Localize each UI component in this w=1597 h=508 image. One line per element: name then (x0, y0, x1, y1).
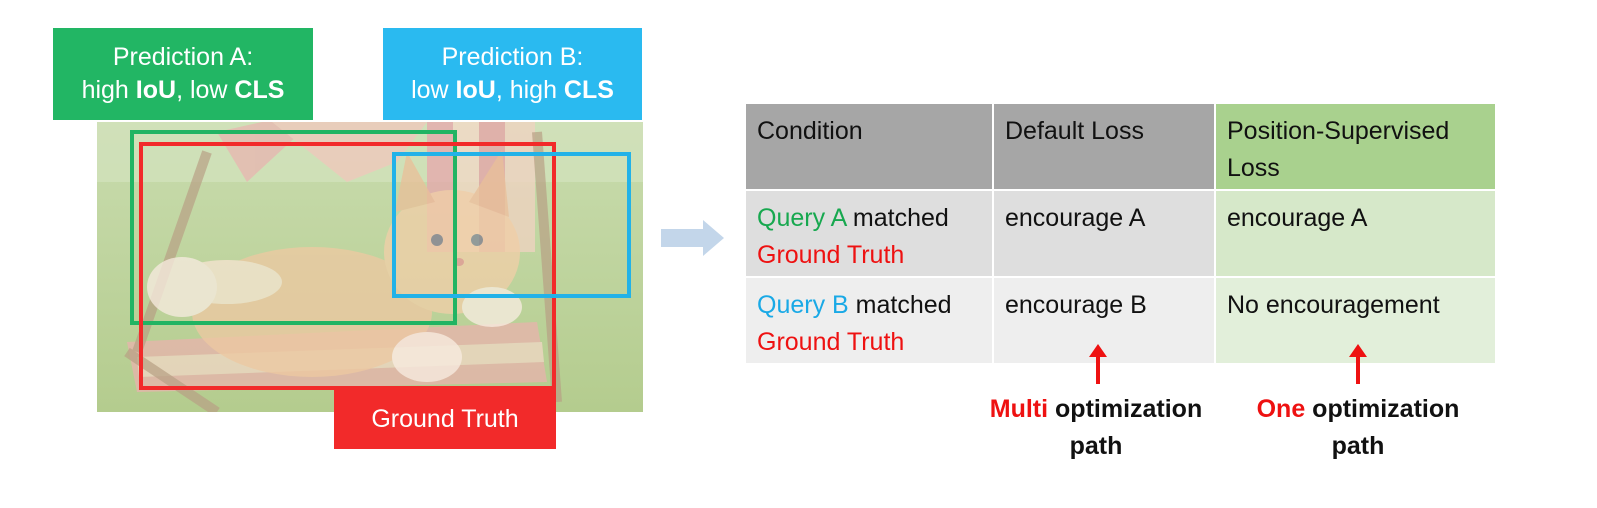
up-arrow-icon (1349, 344, 1367, 384)
default-loss-note: Multi optimization path (989, 395, 1203, 460)
ground-truth-box (139, 142, 556, 390)
prediction-a-box (130, 130, 457, 325)
prediction-a-label: Prediction A: high IoU, low CLS (53, 28, 313, 120)
prediction-a-description: high IoU, low CLS (81, 76, 285, 104)
default-loss-cell: encourage A (992, 189, 1216, 278)
prediction-a-title: Prediction A: (112, 43, 254, 71)
loss-comparison-table: Condition Default Loss Position-Supervis… (744, 102, 1497, 365)
header-default-loss: Default Loss (992, 102, 1216, 191)
position-loss-cell: No encouragement (1214, 276, 1497, 365)
table-header-row: Condition Default Loss Position-Supervis… (744, 102, 1497, 191)
prediction-b-box (392, 152, 631, 298)
ground-truth-label: Ground Truth (334, 389, 556, 449)
right-arrow-icon (661, 220, 724, 256)
header-position-supervised-loss: Position-Supervised Loss (1214, 102, 1497, 191)
position-loss-note: One optimization path (1256, 395, 1460, 460)
position-loss-cell: encourage A (1214, 189, 1497, 278)
prediction-b-title: Prediction B: (441, 43, 584, 71)
header-condition: Condition (744, 102, 994, 191)
prediction-b-description: low IoU, high CLS (411, 76, 614, 104)
default-loss-cell: encourage B (992, 276, 1216, 365)
up-arrow-icon (1089, 344, 1107, 384)
prediction-b-label: Prediction B: low IoU, high CLS (383, 28, 642, 120)
